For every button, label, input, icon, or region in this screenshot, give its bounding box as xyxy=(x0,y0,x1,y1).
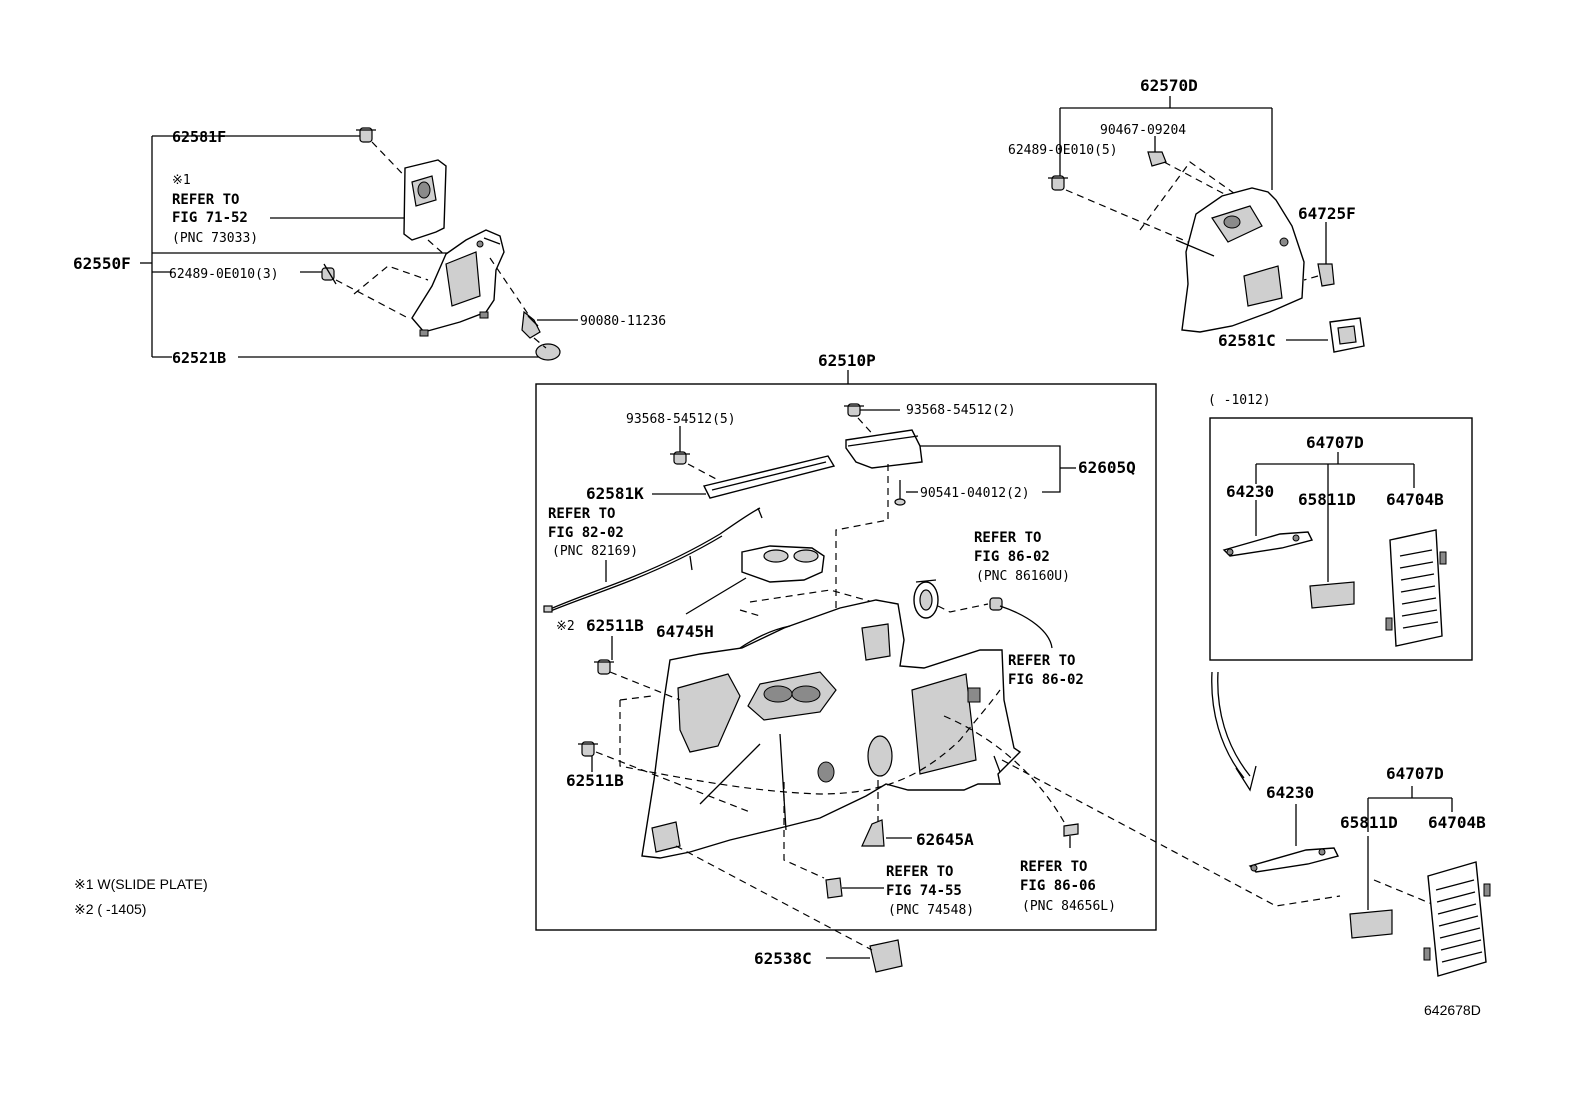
clip-62511B-a-icon xyxy=(594,659,614,675)
note1-fig: FIG 71-52 xyxy=(172,210,248,226)
assembly-64707D-lower: 64230 64707D 65811D 64704B xyxy=(1248,764,1491,977)
ref8602a-refer: REFER TO xyxy=(974,530,1041,546)
label-64725F: 64725F xyxy=(1298,204,1356,223)
label-90541-04012-2: 90541-04012(2) xyxy=(920,486,1030,501)
note1-pnc: (PNC 73033) xyxy=(172,231,258,246)
box-label-64704B: 64704B xyxy=(1386,490,1444,509)
label-62645A: 62645A xyxy=(916,830,974,849)
clip-62489-right-icon xyxy=(1048,175,1068,191)
assembly-62550F: 62581F ※1 REFER TO FIG 71-52 (PNC 73033)… xyxy=(73,127,666,367)
diagram-id: 642678D xyxy=(1424,1002,1481,1018)
cover-64704B-lower-icon xyxy=(1423,861,1491,977)
ref82-pnc: (PNC 82169) xyxy=(552,544,638,559)
low-label-64704B: 64704B xyxy=(1428,813,1486,832)
curved-arrow-icon xyxy=(1211,671,1257,792)
bracket-64230-icon xyxy=(1222,531,1314,557)
ref82-refer: REFER TO xyxy=(548,506,615,522)
label-62581F: 62581F xyxy=(172,128,226,146)
wire-harness-icon xyxy=(543,507,763,613)
trim-panel-62550F-icon xyxy=(411,229,505,337)
ref82-fig: FIG 82-02 xyxy=(548,525,624,541)
pad-65811D-icon xyxy=(1309,581,1355,609)
label-90080-11236: 90080-11236 xyxy=(580,314,666,329)
mark-2: ※2 xyxy=(556,619,575,634)
pad-62605Q-icon xyxy=(845,429,923,469)
note1-mark: ※1 xyxy=(172,173,191,188)
ref8602b-fig: FIG 86-02 xyxy=(1008,672,1084,688)
ref7455-fig: FIG 74-55 xyxy=(886,883,962,899)
label-62521B: 62521B xyxy=(172,349,226,367)
label-62489-0E010-5: 62489-0E010(5) xyxy=(1008,143,1118,158)
screw-90541-icon xyxy=(894,480,906,506)
legend-note-1: ※1 W(SLIDE PLATE) xyxy=(74,876,208,892)
ref8602b-refer: REFER TO xyxy=(1008,653,1075,669)
label-62510P: 62510P xyxy=(818,351,876,370)
cover-64704B-icon xyxy=(1385,529,1447,647)
quarter-panel-62510P-icon xyxy=(641,599,1022,859)
ref8602a-pnc: (PNC 86160U) xyxy=(976,569,1070,584)
label-62581K: 62581K xyxy=(586,484,644,503)
legend-note-2: ※2 ( -1405) xyxy=(74,901,146,917)
low-label-65811D: 65811D xyxy=(1340,813,1398,832)
clip-62581F-icon xyxy=(356,127,376,143)
trim-panel-upper-icon xyxy=(403,159,447,241)
assembly-62570D: 62570D 90467-09204 62489-0E010(5) 64725F… xyxy=(1008,76,1365,353)
box-label-64230: 64230 xyxy=(1226,482,1274,501)
label-62581C: 62581C xyxy=(1218,331,1276,350)
ref8606-pnc: (PNC 84656L) xyxy=(1022,899,1116,914)
label-62570D: 62570D xyxy=(1140,76,1198,95)
clip-64725F-icon xyxy=(1317,263,1335,287)
pad-65811D-lower-icon xyxy=(1349,909,1393,939)
clip-62489-icon xyxy=(321,263,337,285)
assembly-62510P: 62510P xyxy=(535,351,1157,931)
label-90467-09204: 90467-09204 xyxy=(1100,123,1186,138)
cover-62538C-icon xyxy=(869,939,903,973)
label-93568-54512-2: 93568-54512(2) xyxy=(906,403,1016,418)
range-top-label: ( -1012) xyxy=(1208,393,1271,408)
ref7455-refer: REFER TO xyxy=(886,864,953,880)
label-62605Q: 62605Q xyxy=(1078,458,1136,477)
trim-panel-62570D-icon xyxy=(1175,187,1305,333)
label-62511B-b: 62511B xyxy=(566,771,624,790)
box-label-64707D: 64707D xyxy=(1306,433,1364,452)
ref8606-refer: REFER TO xyxy=(1020,859,1087,875)
label-62550F: 62550F xyxy=(73,254,131,273)
clip-74-55-icon xyxy=(825,877,843,899)
variant-box-frame xyxy=(1209,417,1473,661)
cover-62581C-icon xyxy=(1329,317,1365,353)
cup-holder-64745H-icon xyxy=(741,545,825,583)
label-64745H: 64745H xyxy=(656,622,714,641)
label-62538C: 62538C xyxy=(754,949,812,968)
clip-90467-icon xyxy=(1147,151,1167,167)
clip-86-06-icon xyxy=(1063,823,1079,837)
low-label-64230: 64230 xyxy=(1266,783,1314,802)
screw-93568-a-icon xyxy=(670,451,690,465)
assembly-62510P-frame xyxy=(535,383,1157,931)
ref8602a-fig: FIG 86-02 xyxy=(974,549,1050,565)
clip-62511B-b-icon xyxy=(578,741,598,757)
low-label-64707D: 64707D xyxy=(1386,764,1444,783)
cover-62645A-icon xyxy=(861,819,885,847)
speaker-bracket-icon xyxy=(913,579,939,619)
ref8606-fig: FIG 86-06 xyxy=(1020,878,1096,894)
label-93568-54512-5: 93568-54512(5) xyxy=(626,412,736,427)
label-62511B-a: 62511B xyxy=(586,616,644,635)
label-62489-0E010-3: 62489-0E010(3) xyxy=(169,267,279,282)
note1-refer: REFER TO xyxy=(172,192,239,208)
variant-box-1012: ( -1012) xyxy=(1208,393,1473,661)
screw-speaker-icon xyxy=(989,597,1003,611)
screw-90080-icon xyxy=(521,310,541,339)
ref7455-pnc: (PNC 74548) xyxy=(888,903,974,918)
box-label-65811D: 65811D xyxy=(1298,490,1356,509)
cap-62521B-icon xyxy=(535,343,561,361)
rail-62581K-icon xyxy=(702,455,836,499)
bracket-64230-lower-icon xyxy=(1248,847,1340,873)
